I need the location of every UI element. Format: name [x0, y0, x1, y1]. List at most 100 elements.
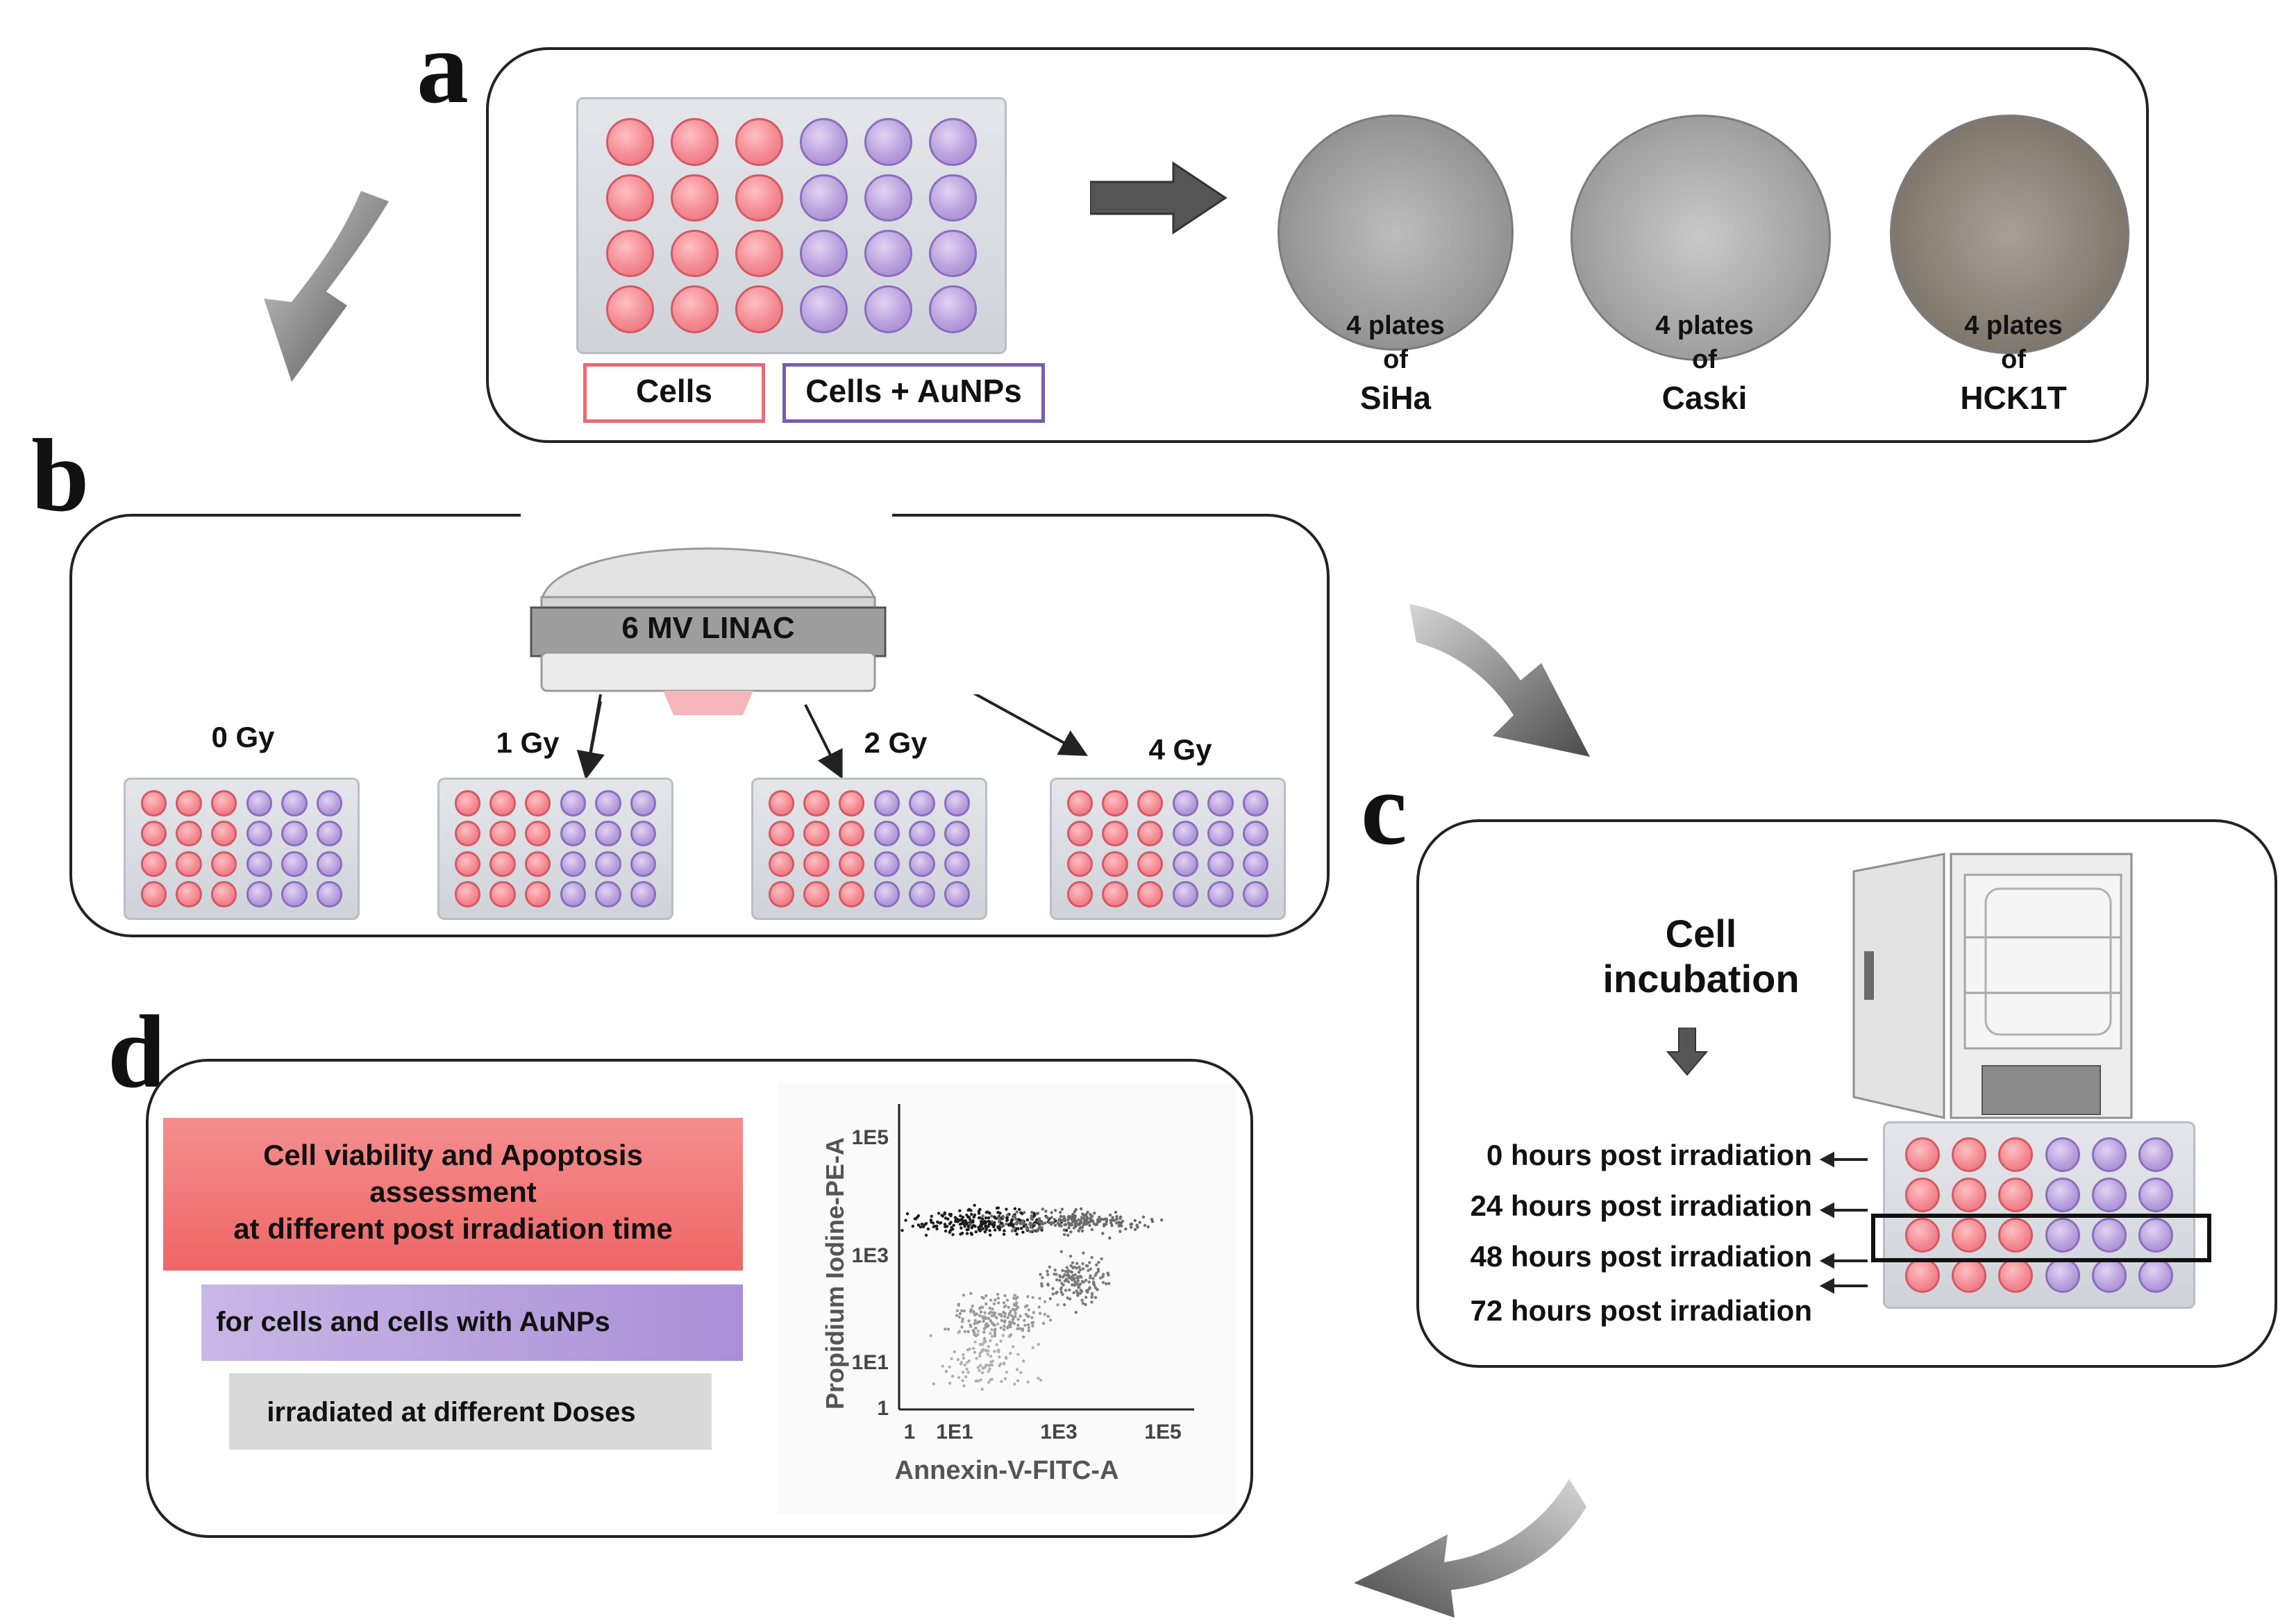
well-cells — [605, 174, 654, 222]
well-cells-aunps — [2138, 1258, 2174, 1294]
well-cells — [1904, 1218, 1940, 1253]
linac-machine-icon — [530, 547, 887, 715]
well-cells-aunps — [2092, 1258, 2127, 1294]
well-cells-aunps — [595, 881, 621, 907]
well-cells — [489, 881, 516, 907]
well-cells-aunps — [1207, 820, 1234, 847]
well-cells — [1137, 790, 1164, 817]
down-arrow-icon — [1666, 1028, 1708, 1076]
well-cells — [735, 174, 783, 222]
well-plate-a — [576, 97, 1007, 354]
well-cells-aunps — [1207, 851, 1234, 878]
well-cells — [210, 881, 237, 907]
panel-letter-c: c — [1361, 751, 1407, 867]
well-cells-aunps — [929, 229, 978, 278]
well-cells — [524, 790, 551, 817]
x-tick-1e1: 1E1 — [936, 1421, 973, 1443]
well-cells — [454, 790, 481, 817]
well-cells — [454, 820, 481, 847]
well-cells — [176, 881, 202, 907]
cell-micrograph-caski — [1570, 115, 1831, 361]
well-cells — [1137, 851, 1164, 878]
cell-line-hck1t-of: of — [2001, 345, 2026, 374]
well-cells — [1952, 1177, 1986, 1212]
cell-line-hck1t-count: 4 plates — [1964, 311, 2063, 340]
well-cells-aunps — [864, 285, 913, 333]
timepoint-0h: 0 hours post irradiation — [1486, 1139, 1812, 1171]
well-cells-aunps — [1207, 881, 1234, 907]
well-cells-aunps — [909, 851, 935, 878]
well-cells-aunps — [929, 118, 978, 167]
well-cells — [140, 881, 167, 907]
well-cells — [768, 851, 795, 878]
well-cells — [1066, 881, 1094, 907]
well-cells-aunps — [2138, 1177, 2174, 1212]
y-axis-label: Propidium Iodine-PE-A — [821, 1137, 849, 1409]
well-cells — [1904, 1137, 1940, 1172]
well-cells — [210, 820, 237, 847]
well-cells-aunps — [929, 285, 978, 333]
well-cells-aunps — [2138, 1218, 2174, 1253]
well-cells-aunps — [800, 229, 848, 278]
well-cells-aunps — [2092, 1218, 2127, 1253]
well-cells-aunps — [1172, 790, 1199, 817]
dose-arrows — [576, 694, 1089, 780]
box-doses-label: irradiated at different Doses — [267, 1397, 636, 1428]
dose-label-2: 2 Gy — [864, 726, 928, 759]
well-cells — [140, 851, 167, 878]
x-tick-1e3: 1E3 — [1040, 1421, 1077, 1443]
well-cells-aunps — [246, 851, 273, 878]
well-cells — [803, 881, 830, 907]
well-cells — [670, 174, 719, 222]
incubation-title-line1: Cell — [1665, 912, 1737, 955]
well-cells — [1998, 1218, 2034, 1253]
well-cells-aunps — [630, 881, 657, 907]
well-cells — [1952, 1137, 1986, 1172]
well-cells-aunps — [864, 118, 913, 167]
y-tick-1: 1 — [877, 1397, 889, 1420]
well-cells-aunps — [864, 229, 913, 278]
dose-label-1: 1 Gy — [496, 726, 560, 759]
well-cells-aunps — [1172, 881, 1199, 907]
timepoint-arrows — [1819, 1151, 1868, 1294]
well-cells-aunps — [595, 790, 621, 817]
cell-line-caski-of: of — [1692, 345, 1717, 374]
legend-cells-label: Cells — [636, 373, 712, 409]
well-cells-aunps — [630, 820, 657, 847]
well-cells — [454, 851, 481, 878]
well-cells — [489, 851, 516, 878]
cell-line-siha-count: 4 plates — [1346, 311, 1445, 340]
well-cells — [735, 229, 783, 278]
incubation-title-line2: incubation — [1602, 957, 1800, 1001]
well-cells — [489, 790, 516, 817]
well-cells — [1998, 1177, 2034, 1212]
well-cells — [524, 851, 551, 878]
well-cells — [735, 118, 783, 167]
well-cells-aunps — [281, 790, 308, 817]
legend-aunps-box — [782, 363, 1045, 423]
well-cells-aunps — [316, 820, 343, 847]
well-cells-aunps — [1242, 851, 1269, 878]
cell-line-siha-of: of — [1383, 345, 1408, 374]
well-cells-aunps — [2045, 1218, 2080, 1253]
well-cells-aunps — [630, 851, 657, 878]
well-cells — [670, 229, 719, 278]
cell-micrograph-hck1t — [1890, 115, 2129, 354]
well-cells-aunps — [800, 118, 848, 167]
well-cells-aunps — [595, 851, 621, 878]
box-cells-aunps — [201, 1284, 743, 1361]
well-cells — [140, 790, 167, 817]
well-cells — [176, 851, 202, 878]
well-cells — [1066, 820, 1094, 847]
well-cells-aunps — [560, 820, 587, 847]
well-cells-aunps — [2045, 1258, 2080, 1294]
well-cells-aunps — [316, 881, 343, 907]
well-cells — [140, 820, 167, 847]
well-cells — [838, 820, 865, 847]
right-arrow-icon — [1090, 161, 1228, 235]
timepoint-72h: 72 hours post irradiation — [1470, 1294, 1812, 1327]
cell-micrograph-siha — [1277, 115, 1514, 351]
well-cells-aunps — [929, 174, 978, 222]
y-tick-1e3: 1E3 — [852, 1244, 889, 1267]
timepoint-48h: 48 hours post irradiation — [1470, 1240, 1812, 1273]
